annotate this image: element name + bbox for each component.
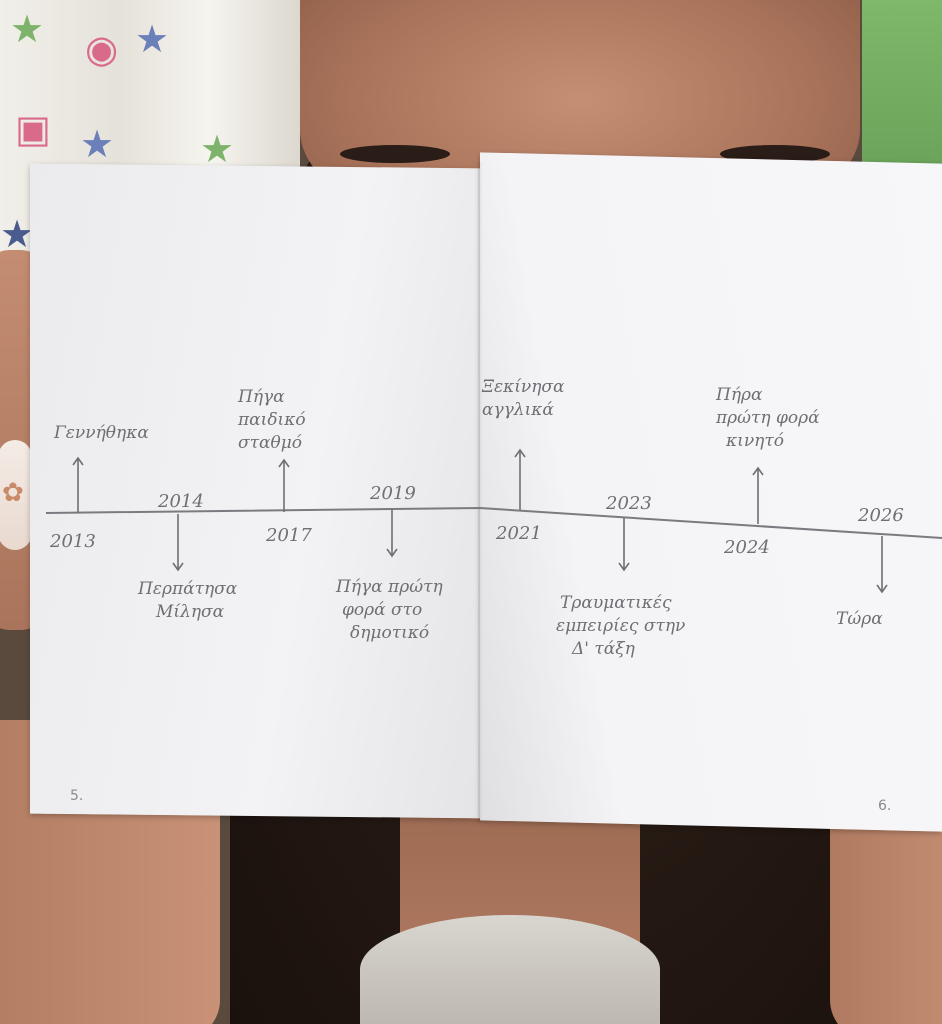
event-caption-2013: Γεννήθηκα [54, 423, 149, 443]
year-label-2019: 2019 [370, 483, 416, 504]
shirt-collar [360, 915, 660, 1024]
event-caption-2021: Ξεκίνησα αγγλικά [482, 377, 565, 420]
event-arrowhead-2017 [278, 458, 290, 468]
event-caption-2024: Πήρα πρώτη φορά κινητό [716, 385, 820, 451]
left-thumbnail [0, 440, 32, 550]
paper-fold [478, 162, 482, 822]
year-label-2013: 2013 [50, 531, 96, 552]
timeline-drawing [45, 448, 942, 594]
event-caption-2017: Πήγα παιδικό σταθμό [238, 387, 306, 453]
star-pattern: ★ [135, 17, 170, 61]
year-label-2014: 2014 [158, 491, 204, 512]
event-caption-2019: Πήγα πρώτη φορά στο δημοτικό [336, 577, 443, 643]
page-number-right: 6. [878, 798, 892, 814]
star-pattern: ★ [10, 7, 45, 51]
event-arrowhead-2026 [876, 584, 888, 594]
page-number-left: 5. [70, 788, 84, 804]
folded-paper: 2013 2014 2017 2019 2021 2023 2024 2026 … [30, 152, 942, 832]
star-pattern: ★ [200, 127, 235, 171]
year-label-2017: 2017 [266, 525, 312, 546]
event-arrowhead-2014 [172, 562, 184, 572]
event-arrowhead-2021 [514, 448, 526, 458]
star-pattern: ★ [0, 212, 35, 256]
year-label-2023: 2023 [606, 493, 652, 514]
event-caption-2026: Τώρα [836, 609, 883, 629]
year-label-2024: 2024 [724, 537, 770, 558]
event-arrowhead-2024 [752, 466, 764, 476]
square-pattern: ▣ [15, 107, 51, 151]
event-caption-2014: Περπάτησα Μίλησα [138, 579, 238, 622]
nail-flower-icon: ✿ [2, 478, 24, 508]
event-arrowhead-2023 [618, 562, 630, 572]
year-label-2026: 2026 [858, 505, 904, 526]
event-arrowhead-2013 [72, 456, 84, 466]
green-wall [862, 0, 942, 170]
star-pattern: ★ [80, 122, 115, 166]
year-label-2021: 2021 [496, 523, 542, 544]
timeline-axis [45, 506, 942, 539]
event-arrowhead-2019 [386, 548, 398, 558]
event-caption-2023: Τραυματικές εμπειρίες στην Δ' τάξη [556, 593, 686, 659]
eyebrow-left [340, 145, 450, 163]
swirl-pattern: ◉ [85, 27, 119, 71]
